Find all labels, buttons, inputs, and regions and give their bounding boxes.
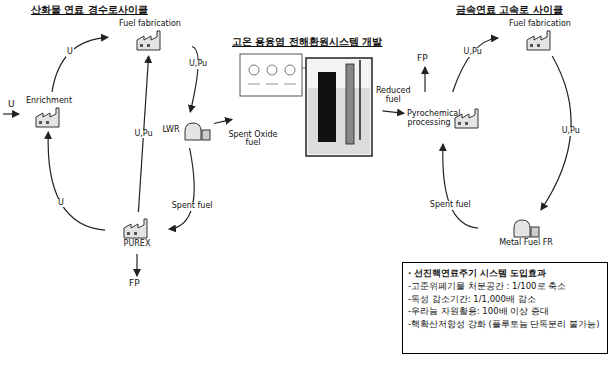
flow-arrow xyxy=(214,119,232,123)
flow-label: Reduced fuel xyxy=(374,87,412,105)
flow-label: FP xyxy=(416,54,429,64)
facility-node: PUREX xyxy=(105,212,169,254)
cycle-title: 산화물 연료 경수로사이클 xyxy=(30,4,149,15)
flow-label: FP xyxy=(128,279,141,289)
plant-icon xyxy=(34,106,64,128)
flow-arrow xyxy=(453,38,498,92)
plant-icon xyxy=(122,217,152,239)
flow-arrow xyxy=(190,46,198,112)
system-title: 고온 용융염 전해환원시스템 개발 xyxy=(232,36,382,48)
facility-label: Pyrochemical processing xyxy=(407,109,451,127)
box-line: -우라늄 자원활용: 100배 이상 증대 xyxy=(408,305,549,318)
facility-label: Enrichment xyxy=(26,96,72,105)
effects-box: · 선진핵연료주기 시스템 도입효과-고준위폐기물 처분공간 : 1/100로 … xyxy=(402,262,608,354)
output-arrow xyxy=(424,67,425,92)
flow-label: U xyxy=(66,48,74,57)
facility-node: Enrichment xyxy=(20,92,78,132)
flow-label: Spent fuel xyxy=(429,201,472,210)
flow-label: U,Pu xyxy=(133,130,153,139)
facility-label: PUREX xyxy=(124,239,151,248)
plant-icon xyxy=(453,107,483,129)
plant-icon xyxy=(525,29,555,51)
facility-node: Metal Fuel FR xyxy=(478,210,574,254)
flow-arrow xyxy=(169,148,194,229)
flow-label: U xyxy=(7,100,16,110)
facility-label: Metal Fuel FR xyxy=(499,238,553,247)
flow-label: U,Pu xyxy=(188,60,208,69)
input-arrow xyxy=(3,113,19,114)
plant-icon xyxy=(135,29,165,51)
flow-arrow xyxy=(382,111,404,114)
facility-label: Fuel fabrication xyxy=(119,19,181,28)
facility-node: Fuel fabrication xyxy=(498,14,582,56)
box-heading: · 선진핵연료주기 시스템 도입효과 xyxy=(408,267,546,280)
flow-arrow xyxy=(443,144,478,228)
flow-label: Spent fuel xyxy=(171,202,214,211)
facility-node: Fuel fabrication xyxy=(108,14,192,56)
flow-label: Spent Oxide fuel xyxy=(227,131,279,149)
reactor-icon xyxy=(182,119,212,141)
flow-label: U,Pu xyxy=(463,48,483,57)
flow-arrow xyxy=(48,132,105,230)
flow-label: U,Pu xyxy=(561,127,581,136)
box-line: -독성 감소기간: 1/1,000배 감소 xyxy=(408,293,536,306)
flow-arrow xyxy=(52,37,108,92)
facility-node: Pyrochemical processing xyxy=(404,92,484,144)
output-arrow xyxy=(136,254,137,276)
facility-label: LWR xyxy=(162,125,179,134)
cycle-title: 금속연료 고속로 사이클 xyxy=(455,4,564,15)
box-line: -고준위폐기물 처분공간 : 1/100로 축소 xyxy=(408,280,566,293)
box-line: -핵확산저항성 강화 (플루토늄 단독분리 불가능) xyxy=(408,318,600,331)
reactor-icon xyxy=(511,216,541,238)
flow-label: U xyxy=(57,199,65,208)
facility-label: Fuel fabrication xyxy=(509,19,571,28)
facility-node: LWR xyxy=(158,112,214,148)
